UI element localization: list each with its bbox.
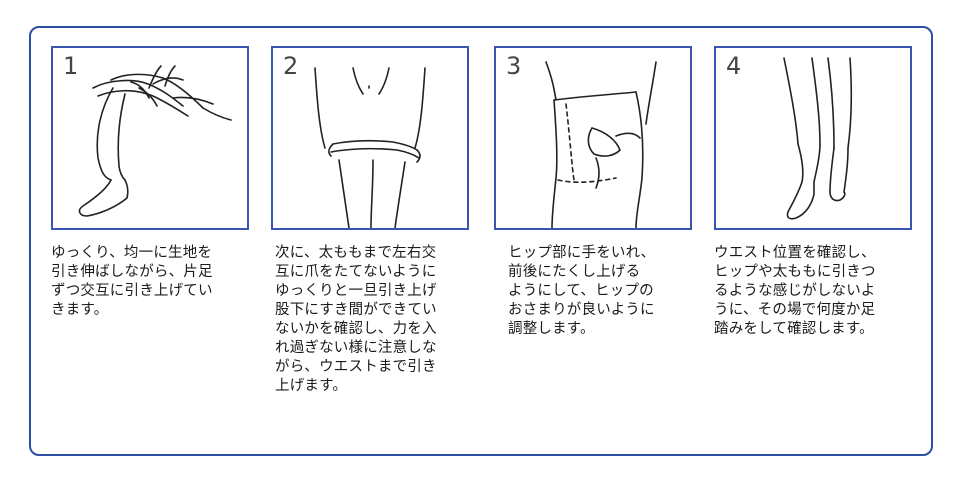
step-number: 2 bbox=[283, 52, 299, 80]
step-3: 3 ヒップ部に手をいれ、 前後にたくし上げる ようにして、ヒップの おさまりが良… bbox=[494, 46, 692, 339]
hip-adjustment-illustration bbox=[545, 61, 657, 228]
thighs-pulling-garment-illustration bbox=[314, 67, 426, 228]
step-1-illustration-panel: 1 bbox=[51, 46, 249, 230]
step-number: 4 bbox=[726, 52, 742, 80]
step-description: ゆっくり、均一に生地を 引き伸ばしながら、片足 ずつ交互に引き上げてい きます。 bbox=[51, 245, 213, 318]
stepping-legs-illustration bbox=[783, 57, 853, 220]
step-4-illustration-panel: 4 bbox=[714, 46, 912, 230]
step-description: 次に、太ももまで左右交 互に爪をたてないように ゆっくりと一旦引き上げ 股下にす… bbox=[275, 245, 437, 394]
step-description: ヒップ部に手をいれ、 前後にたくし上げる ようにして、ヒップの おさまりが良いよ… bbox=[508, 245, 656, 337]
step-1: 1 ゆっくり、均一に生地を 引き伸ばしながら、片足 ずつ交互に引き上げてい きま… bbox=[51, 46, 249, 320]
step-description: ウエスト位置を確認し、 ヒップや太ももに引きつ るような感じがしないよ うに、そ… bbox=[714, 245, 876, 337]
step-number: 3 bbox=[506, 52, 522, 80]
legs-pulling-garment-illustration bbox=[78, 65, 232, 217]
step-number: 1 bbox=[63, 52, 79, 80]
instructions-frame bbox=[29, 26, 933, 456]
step-2-illustration-panel: 2 bbox=[271, 46, 469, 230]
step-3-illustration-panel: 3 bbox=[494, 46, 692, 230]
step-2: 2 次に、太ももまで左右交 互に爪をたてないように ゆっくりと一旦引き上げ 股下… bbox=[271, 46, 469, 396]
step-4: 4 ウエスト位置を確認し、 ヒップや太ももに引きつ るような感じがしないよ うに… bbox=[714, 46, 912, 339]
